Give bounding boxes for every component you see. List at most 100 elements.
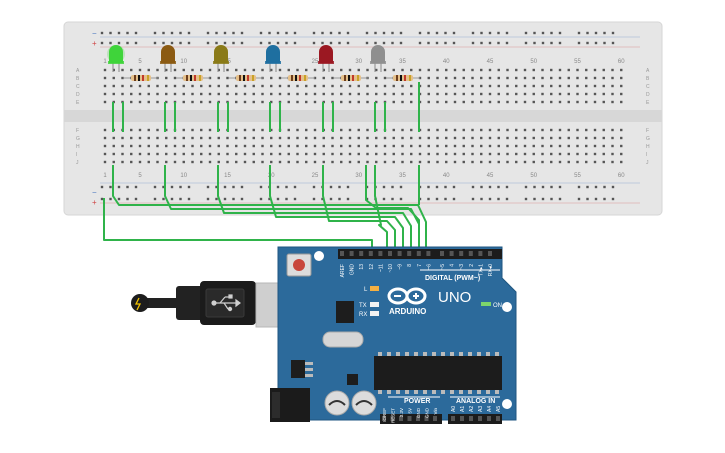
- breadboard-hole[interactable]: [401, 136, 404, 140]
- breadboard-hole[interactable]: [593, 152, 597, 156]
- breadboard-hole[interactable]: [261, 68, 264, 72]
- breadboard-hole[interactable]: [471, 100, 474, 104]
- breadboard-hole[interactable]: [305, 160, 308, 164]
- breadboard-hole[interactable]: [348, 152, 352, 156]
- breadboard-hole[interactable]: [506, 100, 509, 104]
- breadboard-hole[interactable]: [471, 160, 474, 164]
- resistors[interactable]: [124, 75, 420, 81]
- header-pin[interactable]: [487, 416, 491, 421]
- breadboard-hole[interactable]: [156, 84, 159, 88]
- breadboard-hole[interactable]: [611, 92, 614, 96]
- rail-hole[interactable]: [365, 41, 369, 45]
- header-pin[interactable]: [449, 251, 454, 256]
- rail-hole[interactable]: [427, 185, 430, 189]
- breadboard-hole[interactable]: [252, 100, 255, 104]
- rail-hole[interactable]: [179, 185, 182, 189]
- rail-hole[interactable]: [533, 41, 536, 45]
- breadboard-hole[interactable]: [585, 144, 588, 148]
- breadboard-hole[interactable]: [593, 84, 597, 88]
- breadboard-hole[interactable]: [550, 128, 553, 132]
- breadboard-hole[interactable]: [296, 128, 299, 132]
- breadboard-hole[interactable]: [550, 84, 553, 88]
- breadboard-hole[interactable]: [278, 144, 282, 148]
- breadboard-hole[interactable]: [383, 76, 387, 80]
- rail-hole[interactable]: [524, 31, 528, 35]
- rail-hole[interactable]: [338, 31, 341, 35]
- led-blue[interactable]: [265, 45, 281, 72]
- breadboard-hole[interactable]: [375, 76, 378, 80]
- breadboard-hole[interactable]: [357, 68, 360, 72]
- breadboard-hole[interactable]: [593, 160, 597, 164]
- breadboard-hole[interactable]: [191, 92, 194, 96]
- breadboard-hole[interactable]: [593, 136, 597, 140]
- breadboard-hole[interactable]: [138, 68, 142, 72]
- rail-hole[interactable]: [577, 31, 581, 35]
- breadboard-hole[interactable]: [173, 160, 177, 164]
- breadboard-hole[interactable]: [375, 136, 378, 140]
- breadboard-hole[interactable]: [392, 128, 395, 132]
- breadboard-hole[interactable]: [558, 160, 562, 164]
- breadboard-hole[interactable]: [103, 136, 107, 140]
- breadboard-hole[interactable]: [340, 100, 343, 104]
- rail-hole[interactable]: [187, 41, 191, 45]
- breadboard-hole[interactable]: [567, 152, 570, 156]
- breadboard-hole[interactable]: [313, 128, 317, 132]
- breadboard-hole[interactable]: [121, 84, 124, 88]
- breadboard-hole[interactable]: [357, 128, 360, 132]
- breadboard-hole[interactable]: [515, 76, 518, 80]
- breadboard-hole[interactable]: [558, 68, 562, 72]
- breadboard-hole[interactable]: [348, 68, 352, 72]
- breadboard-hole[interactable]: [427, 92, 430, 96]
- breadboard-hole[interactable]: [287, 136, 290, 140]
- breadboard-hole[interactable]: [620, 76, 623, 80]
- breadboard-hole[interactable]: [401, 128, 404, 132]
- breadboard-hole[interactable]: [567, 68, 570, 72]
- breadboard-hole[interactable]: [235, 100, 238, 104]
- breadboard-hole[interactable]: [226, 84, 229, 88]
- breadboard-hole[interactable]: [532, 160, 535, 164]
- breadboard-hole[interactable]: [226, 92, 229, 96]
- breadboard-hole[interactable]: [515, 144, 518, 148]
- breadboard-hole[interactable]: [611, 144, 614, 148]
- rail-hole[interactable]: [240, 41, 244, 45]
- breadboard-hole[interactable]: [515, 136, 518, 140]
- breadboard-hole[interactable]: [541, 160, 544, 164]
- breadboard-hole[interactable]: [112, 84, 115, 88]
- rail-hole[interactable]: [444, 197, 447, 201]
- rail-hole[interactable]: [329, 41, 333, 45]
- rail-hole[interactable]: [293, 41, 297, 45]
- rail-hole[interactable]: [268, 197, 271, 201]
- breadboard-hole[interactable]: [532, 152, 535, 156]
- breadboard-hole[interactable]: [147, 128, 150, 132]
- rail-hole[interactable]: [215, 197, 218, 201]
- rail-hole[interactable]: [109, 41, 112, 45]
- breadboard-hole[interactable]: [208, 92, 212, 96]
- breadboard-hole[interactable]: [453, 144, 457, 148]
- rail-hole[interactable]: [505, 185, 509, 189]
- breadboard-hole[interactable]: [576, 152, 579, 156]
- rail-hole[interactable]: [541, 185, 545, 189]
- rail-hole[interactable]: [276, 197, 280, 201]
- breadboard-hole[interactable]: [410, 128, 413, 132]
- rail-hole[interactable]: [577, 197, 581, 201]
- rail-hole[interactable]: [586, 31, 589, 35]
- breadboard-hole[interactable]: [165, 68, 168, 72]
- rail-hole[interactable]: [427, 31, 430, 35]
- breadboard-hole[interactable]: [217, 160, 220, 164]
- breadboard-hole[interactable]: [567, 100, 570, 104]
- breadboard-hole[interactable]: [182, 136, 185, 140]
- breadboard-hole[interactable]: [331, 68, 334, 72]
- rail-hole[interactable]: [109, 197, 112, 201]
- rail-hole[interactable]: [550, 185, 553, 189]
- rail-hole[interactable]: [603, 197, 606, 201]
- breadboard-hole[interactable]: [138, 152, 142, 156]
- breadboard-hole[interactable]: [252, 92, 255, 96]
- rail-hole[interactable]: [126, 41, 129, 45]
- rail-hole[interactable]: [329, 197, 333, 201]
- breadboard-hole[interactable]: [191, 160, 194, 164]
- breadboard-hole[interactable]: [488, 100, 492, 104]
- breadboard-hole[interactable]: [497, 76, 500, 80]
- rail-hole[interactable]: [480, 31, 483, 35]
- breadboard-hole[interactable]: [611, 100, 614, 104]
